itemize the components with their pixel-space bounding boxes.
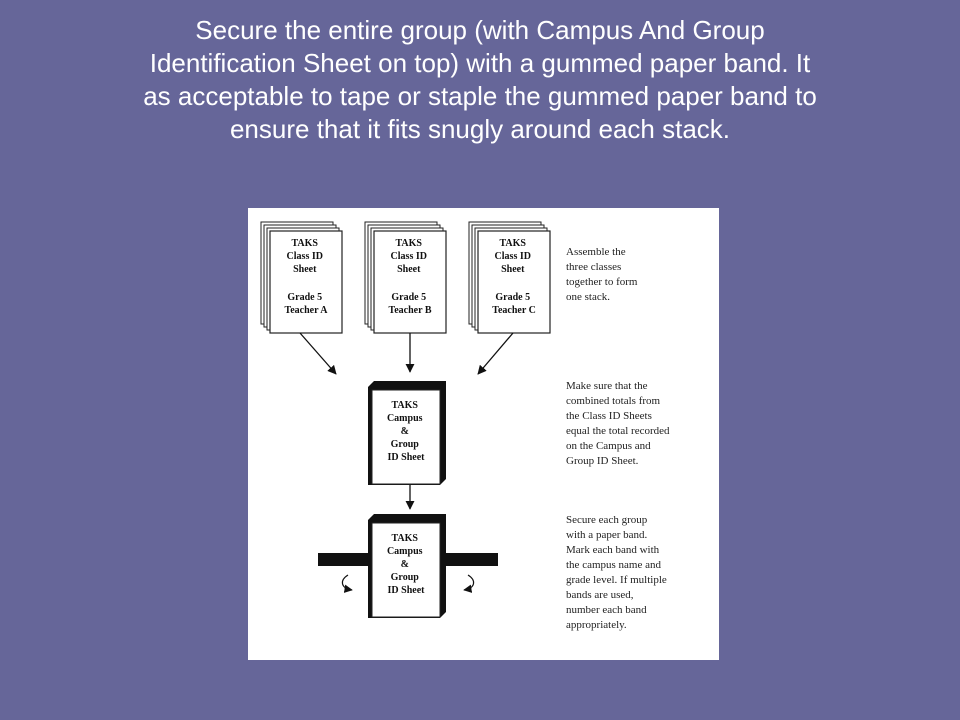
- sheet-line: Campus: [387, 546, 423, 557]
- curl-arrow-left: [341, 574, 353, 593]
- svg-text:TAKS Class ID Shee: TAKS Class ID Sheet Grade 5 Teacher C: [492, 238, 536, 316]
- note-assemble: Assemble the three classes together to f…: [566, 246, 640, 303]
- class-id-stack-a: TAKS Class ID Sheet Grade 5 Teacher A: [260, 221, 343, 334]
- slide-title: Secure the entire group (with Campus And…: [40, 14, 920, 146]
- sheet-line: Campus: [387, 413, 423, 424]
- banded-stack: TAKS Campus & Group ID Sheet: [318, 514, 498, 618]
- diagram-canvas: TAKS Class ID Sheet Grade 5 Teacher A TA…: [260, 221, 672, 631]
- svg-text:TAKS Class ID Shee: TAKS Class ID Sheet Grade 5 Teacher A: [284, 238, 328, 316]
- sheet-line: TAKS: [292, 238, 319, 249]
- sheet-line: &: [401, 559, 409, 570]
- sheet-line: Teacher A: [284, 305, 328, 316]
- sheet-line: Class ID: [287, 251, 323, 262]
- title-line: ensure that it fits snugly around each s…: [229, 114, 731, 144]
- sheet-line: Class ID: [495, 251, 531, 262]
- sheet-line: TAKS: [500, 238, 527, 249]
- sheet-line: Sheet: [501, 264, 525, 275]
- sheet-line: Grade 5: [287, 292, 322, 303]
- sheet-line: Grade 5: [391, 292, 426, 303]
- campus-group-stack: TAKS Campus & Group ID Sheet: [368, 381, 446, 485]
- title-line: Secure the entire group (with Campus And…: [195, 15, 765, 45]
- title-line: as acceptable to tape or staple the gumm…: [143, 81, 817, 111]
- note-totals: Make sure that the combined totals from …: [566, 380, 672, 467]
- sheet-line: Sheet: [397, 264, 421, 275]
- class-id-stack-b: TAKS Class ID Sheet Grade 5 Teacher B: [364, 221, 447, 334]
- curl-arrow-right: [463, 574, 475, 593]
- sheet-line: ID Sheet: [388, 585, 426, 596]
- sheet-line: &: [401, 426, 409, 437]
- title-line: Identification Sheet on top) with a gumm…: [149, 48, 811, 78]
- svg-text:TAKS Campus &: TAKS Campus & Group ID Sheet: [387, 400, 425, 463]
- sheet-line: ID Sheet: [388, 452, 426, 463]
- sheet-line: TAKS: [392, 533, 419, 544]
- note-secure: Secure each group with a paper band. Mar…: [566, 514, 670, 631]
- sheet-line: Sheet: [293, 264, 317, 275]
- sheet-line: Class ID: [391, 251, 427, 262]
- procedure-diagram: TAKS Class ID Sheet Grade 5 Teacher A TA…: [248, 208, 719, 660]
- arrow-a: [299, 332, 337, 375]
- svg-text:TAKS Class ID Shee: TAKS Class ID Sheet Grade 5 Teacher B: [388, 238, 431, 316]
- arrow-c: [477, 332, 514, 375]
- sheet-line: TAKS: [396, 238, 423, 249]
- sheet-line: TAKS: [392, 400, 419, 411]
- sheet-line: Group: [391, 439, 420, 450]
- sheet-line: Teacher B: [388, 305, 431, 316]
- svg-text:TAKS Campus &: TAKS Campus & Group ID Sheet: [387, 533, 425, 596]
- sheet-line: Teacher C: [492, 305, 536, 316]
- class-id-stack-c: TAKS Class ID Sheet Grade 5 Teacher C: [468, 221, 551, 334]
- sheet-line: Group: [391, 572, 420, 583]
- sheet-line: Grade 5: [495, 292, 530, 303]
